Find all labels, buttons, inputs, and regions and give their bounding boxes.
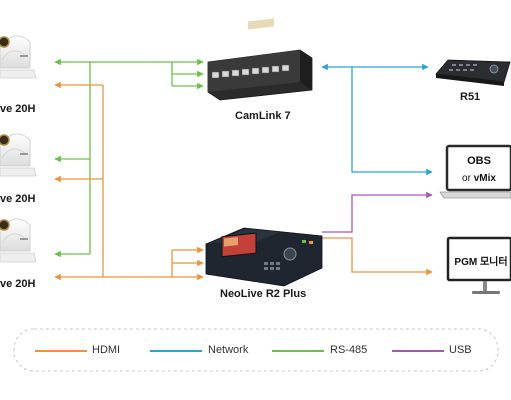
camera-lens-icon [0,219,10,231]
camera-1-label: ve 20H [0,103,36,115]
camera-1 [0,35,37,79]
laptop-line1: OBS [467,155,491,167]
legend-label-network: Network [208,344,249,356]
rs485-lines [54,58,204,258]
ptz-controller-keyboard-icon [435,59,511,86]
legend-label-usb: USB [449,344,472,356]
camera-lens-icon [0,36,10,48]
legend-box [13,328,499,372]
network-lines [321,63,433,176]
laptop-line2: or vMix [450,173,508,184]
legend-label-rs485: RS-485 [330,344,368,356]
camera-3-label: ve 20H [0,278,36,290]
camera-2 [0,133,37,177]
ethernet-switch-icon [207,18,313,101]
camlink-label: CamLink 7 [235,110,291,122]
laptop-icon [439,144,511,199]
monitor-icon [446,236,511,294]
laptop-line2-bold: vMix [473,173,496,184]
neolive-label: NeoLive R2 Plus [220,288,307,300]
camera-lens-icon [0,134,10,146]
legend-label-hdmi: HDMI [92,344,121,356]
laptop-line2-prefix: or [462,173,474,184]
usb-lines [322,191,433,233]
hdmi-lines [54,81,433,281]
monitor-label: PGM 모니터 [454,257,508,268]
r51-label: R51 [460,91,481,103]
video-switcher-icon [205,227,323,287]
camera-3 [0,218,37,263]
camera-2-label: ve 20H [0,193,36,205]
